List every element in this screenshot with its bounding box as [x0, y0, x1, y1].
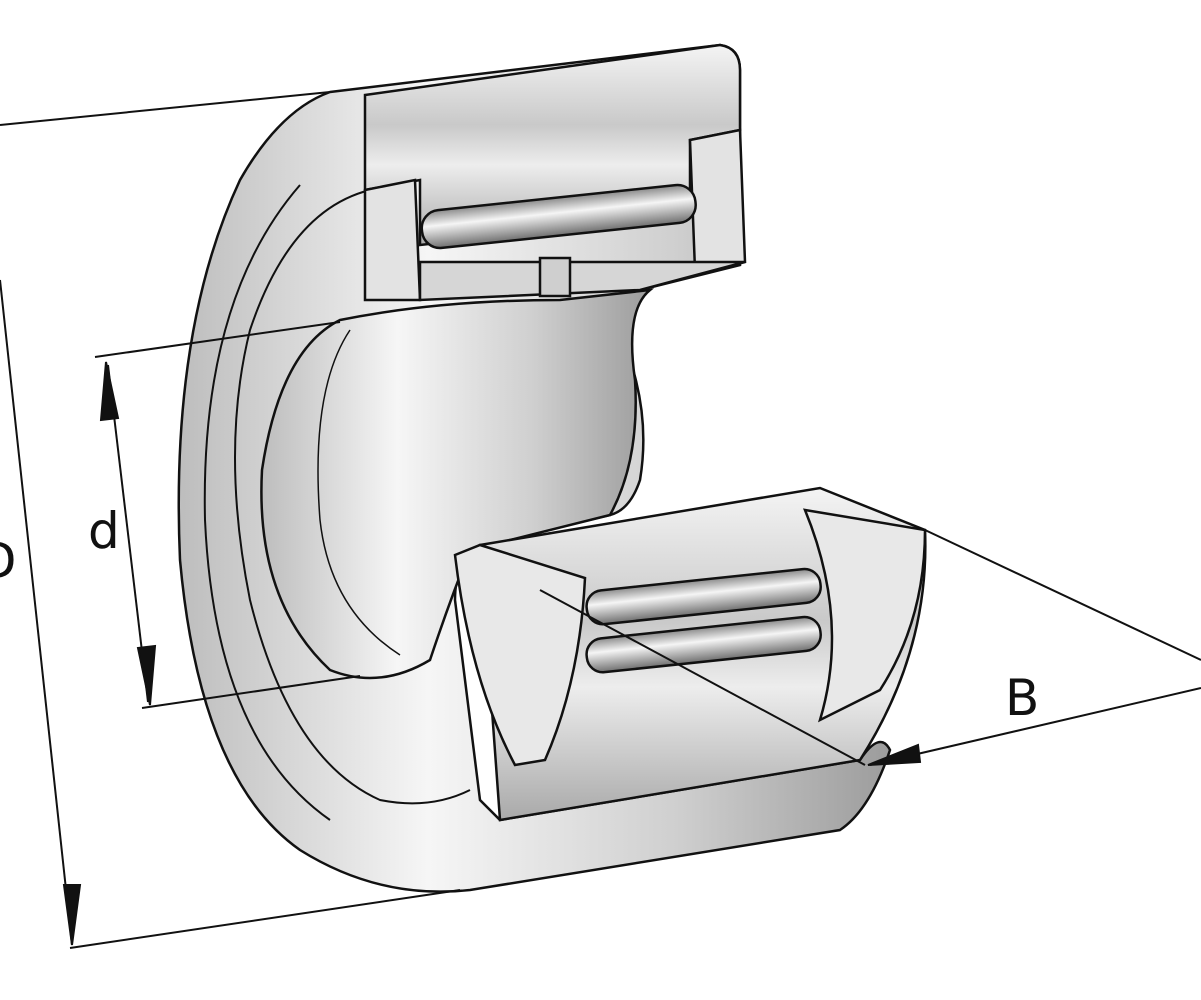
needle-roller-1: [585, 567, 822, 626]
label-width: B: [1005, 669, 1039, 727]
label-inner-diameter: d: [88, 502, 120, 560]
inner-bore: [260, 288, 655, 680]
needle-roller-2: [585, 615, 822, 674]
needle-roller-top: [420, 183, 697, 250]
label-outer-diameter: D: [0, 532, 17, 590]
upper-cross-section: [363, 43, 747, 302]
dimension-lines: [0, 91, 1201, 949]
